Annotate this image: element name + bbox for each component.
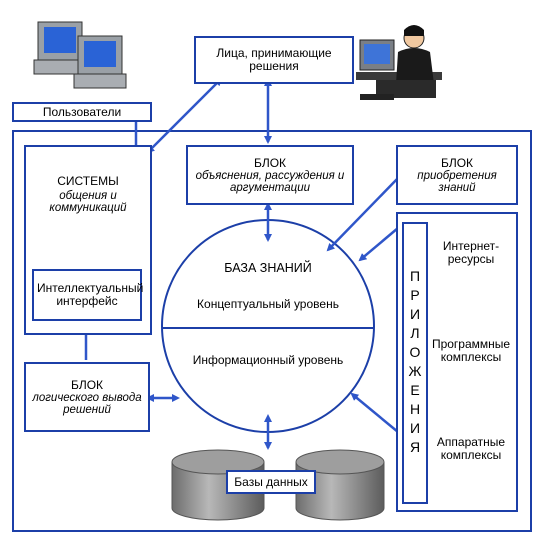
users-box: Пользователи [12, 102, 152, 122]
users-label: Пользователи [42, 104, 122, 119]
intelligent-interface-box: Интеллектуальный интерфейс [32, 269, 144, 321]
hardware-complexes-label: Аппаратные комплексы [436, 435, 506, 462]
software-complexes-label: Программные комплексы [431, 337, 511, 364]
applications-vertical-label: ПРИЛОЖЕНИЯ [407, 268, 423, 458]
internet-resources-label: Интернет-ресурсы [442, 239, 500, 266]
systems-subtitle: общения и коммуникаций [49, 190, 127, 214]
operator-at-desk-icon [356, 25, 442, 100]
outer-frame [12, 130, 532, 532]
decision-makers-box: Лица, принимающие решения [194, 36, 354, 84]
inference-block-title: БЛОК [70, 377, 104, 392]
explanation-block-subtitle: объяснения, рассуждения и аргументации [195, 169, 345, 194]
databases-label: Базы данных [234, 474, 308, 489]
acquisition-block-title: БЛОК [440, 155, 474, 170]
acquisition-block-subtitle: приобретения знаний [417, 169, 497, 194]
computers-icon [33, 21, 127, 89]
systems-title: СИСТЕМЫ [57, 174, 119, 188]
explanation-block-box: БЛОК объяснения, рассуждения и аргумента… [186, 145, 354, 205]
knowledge-base-circle [161, 219, 375, 433]
explanation-block-title: БЛОК [253, 155, 287, 170]
knowledge-base-label: БАЗА ЗНАНИЙ [224, 261, 312, 275]
conceptual-level-label: Концептуальный уровень [197, 297, 339, 311]
connection-arrows [82, 77, 474, 450]
decision-makers-label: Лица, принимающие решения [216, 46, 332, 73]
acquisition-block-box: БЛОК приобретения знаний [396, 145, 518, 205]
intelligent-interface-label: Интеллектуальный интерфейс [37, 281, 144, 308]
applications-vertical-box: ПРИЛОЖЕНИЯ [402, 222, 428, 504]
inference-block-box: БЛОК логического вывода решений [24, 362, 150, 432]
databases-box: Базы данных [226, 470, 316, 494]
information-level-label: Информационный уровень [192, 353, 344, 367]
database-cylinders [171, 449, 385, 521]
inference-block-subtitle: логического вывода решений [32, 391, 142, 416]
